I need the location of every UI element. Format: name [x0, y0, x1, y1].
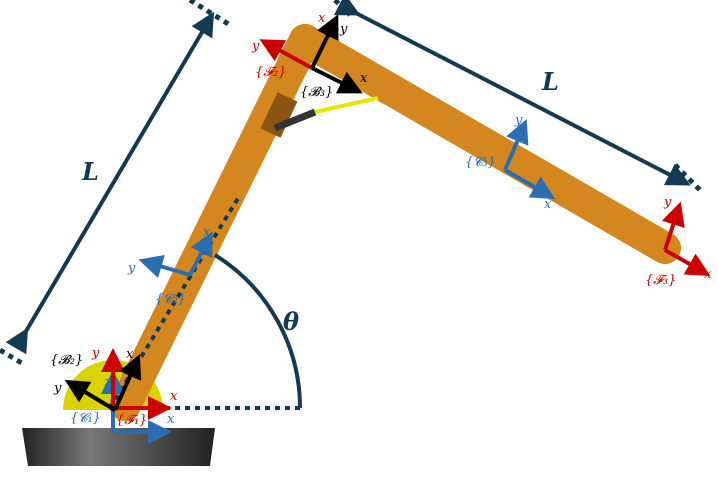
frames-F3-y-label: y — [663, 195, 672, 210]
frames-B2-x-label: x — [126, 347, 134, 362]
link1-length-label: L — [81, 157, 99, 186]
frame-B2: y x {𝓑₂} — [50, 347, 142, 412]
frame-C2: y x {𝓒₂} — [127, 225, 213, 307]
frames-F1-y-label: y — [91, 346, 100, 361]
frames-B3-y-label: y — [339, 22, 348, 37]
frames-F2-label-label: {𝓕₂} — [255, 65, 286, 80]
frame-B3: y x {𝓑₃} — [300, 14, 368, 100]
joint-slot — [260, 92, 298, 138]
frames-F2-x-label: x — [318, 11, 326, 26]
link2-length-label: L — [541, 67, 559, 96]
dimension-link1: L — [0, 0, 232, 368]
theta-label: θ — [283, 307, 299, 336]
frames-C3-label-label: {𝓒₃} — [465, 155, 496, 170]
dimension-link2: L — [333, 0, 702, 192]
frame-F1: y x {𝓕₁} — [91, 346, 178, 428]
frames-C1-x-label: x — [167, 412, 175, 427]
frames-B3-x-label: x — [360, 71, 368, 86]
frames-C2-y-label: y — [127, 261, 136, 276]
link-2 — [289, 24, 681, 264]
frames-C3-y-label: y — [514, 113, 523, 128]
actuator-rod — [314, 96, 379, 114]
frames-F1-label-label: {𝓕₁} — [116, 413, 147, 428]
frames-C1-z-label: z — [103, 375, 111, 390]
frames-C1-label-label: {𝓒₁} — [70, 411, 101, 426]
frames-B2-y-label: y — [53, 381, 62, 396]
frames-C2-label-label: {𝓒₂} — [155, 292, 186, 307]
frames-B3-label-label: {𝓑₃} — [300, 85, 333, 100]
frames-F3-label-label: {𝓕₃} — [645, 273, 676, 288]
frames-F3-x-label: x — [704, 267, 712, 282]
frames-C3-x-label: x — [544, 197, 552, 212]
frames-F2-y-label: y — [251, 39, 260, 54]
frames-B2-label-label: {𝓑₂} — [50, 353, 83, 368]
frame-C3: y x {𝓒₃} — [465, 113, 556, 212]
frame-F3: y x {𝓕₃} — [645, 195, 712, 288]
frames-F1-x-label: x — [170, 389, 178, 404]
frames-C2-x-label: x — [203, 225, 211, 240]
actuator-cylinder — [273, 108, 317, 132]
